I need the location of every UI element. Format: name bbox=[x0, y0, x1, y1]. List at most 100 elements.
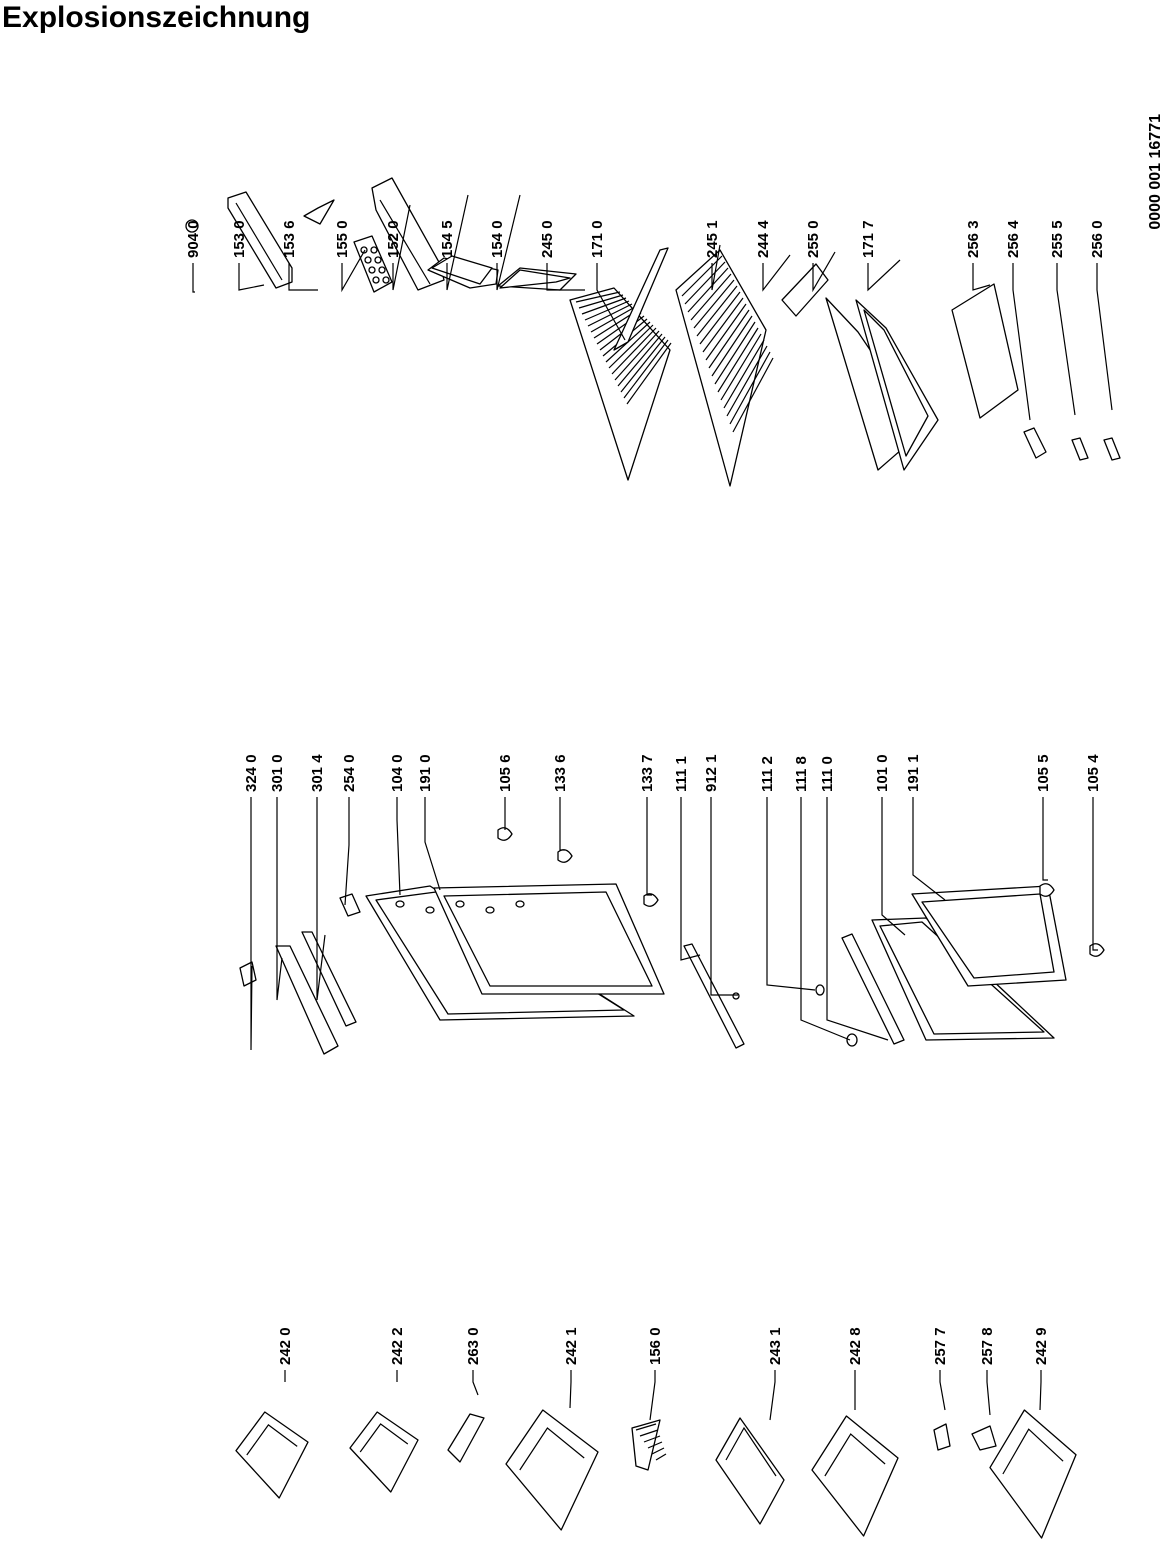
wire-rod bbox=[726, 345, 768, 417]
leader-line bbox=[424, 797, 441, 891]
leader-line bbox=[1096, 263, 1113, 411]
lid-part bbox=[715, 1417, 785, 1525]
bin-part bbox=[349, 1411, 419, 1493]
wire-rod bbox=[696, 285, 738, 337]
grille-rib bbox=[647, 1441, 663, 1449]
wire-rod bbox=[720, 333, 762, 401]
callout-label: 242 9 bbox=[1033, 1327, 1050, 1365]
frame-inner bbox=[863, 309, 929, 457]
handle-strip-part bbox=[301, 931, 357, 1027]
leader-line bbox=[710, 797, 738, 996]
callout-label: 191 0 bbox=[417, 754, 434, 792]
egg-cup bbox=[368, 266, 376, 274]
callout-label: 133 6 bbox=[552, 754, 569, 792]
leader-line bbox=[939, 1370, 946, 1411]
callout-label: 263 0 bbox=[465, 1327, 482, 1365]
callout-label: 104 0 bbox=[389, 754, 406, 792]
clip-strip-part bbox=[447, 1413, 485, 1463]
wire-rod bbox=[581, 297, 627, 315]
leader-line bbox=[646, 797, 652, 896]
wire-rod bbox=[611, 327, 657, 375]
leader-line bbox=[276, 797, 283, 1001]
bin-rim bbox=[246, 1424, 298, 1456]
callout-label: 154 0 bbox=[489, 220, 506, 258]
screw-hole bbox=[395, 900, 405, 908]
wire-rod bbox=[681, 255, 723, 297]
hinge-part bbox=[557, 849, 573, 863]
wire-rod bbox=[717, 327, 759, 393]
egg-cup bbox=[370, 246, 378, 254]
egg-cup bbox=[382, 276, 390, 284]
wire-rod bbox=[732, 357, 774, 433]
bin-part bbox=[235, 1411, 309, 1499]
wire-rod bbox=[702, 297, 744, 353]
egg-cup bbox=[360, 246, 368, 254]
grille-rib bbox=[655, 1453, 667, 1461]
door-gasket-inner bbox=[443, 891, 653, 987]
grille-rib bbox=[639, 1429, 659, 1437]
callout-label: 105 6 bbox=[497, 754, 514, 792]
leader-line bbox=[496, 194, 521, 291]
callout-label: 155 0 bbox=[334, 220, 351, 258]
leader-line bbox=[649, 1370, 656, 1421]
callout-label: 111 2 bbox=[759, 756, 776, 792]
callout-label: 904 0 bbox=[185, 220, 202, 258]
leader-line bbox=[569, 1370, 572, 1409]
leader-line bbox=[344, 797, 350, 906]
callout-label: 156 0 bbox=[647, 1327, 664, 1365]
part-detail bbox=[379, 199, 431, 285]
callout-label: 256 0 bbox=[1089, 220, 1106, 258]
callout-label: 105 4 bbox=[1085, 754, 1102, 792]
grille-part bbox=[631, 1419, 661, 1471]
leader-line bbox=[1042, 797, 1048, 881]
wire-rod bbox=[575, 291, 621, 303]
drawer-part bbox=[811, 1415, 899, 1537]
callout-label: 154 5 bbox=[439, 220, 456, 258]
leader-line bbox=[867, 259, 901, 292]
wire-rod bbox=[687, 267, 729, 313]
callout-label: 256 4 bbox=[1005, 220, 1022, 258]
bar-part bbox=[683, 943, 745, 1049]
leader-line bbox=[472, 1370, 479, 1396]
callout-label: 111 1 bbox=[673, 756, 690, 792]
wire-rod bbox=[626, 342, 672, 405]
leader-line bbox=[762, 254, 791, 292]
door-shelf-inner bbox=[499, 269, 571, 289]
cap-part bbox=[185, 219, 199, 233]
door-gasket-inner bbox=[921, 893, 1055, 979]
leader-line bbox=[446, 194, 469, 291]
leader-line bbox=[769, 1370, 776, 1421]
leader-line bbox=[972, 263, 991, 291]
callout-label: 257 8 bbox=[979, 1327, 996, 1365]
callout-label: 301 0 bbox=[269, 754, 286, 792]
leader-line bbox=[1056, 263, 1076, 416]
wire-rod bbox=[729, 351, 771, 425]
shelf-rail-part bbox=[613, 247, 669, 351]
callout-label: 254 0 bbox=[341, 754, 358, 792]
wire-rod bbox=[711, 315, 753, 377]
leader-line bbox=[1092, 797, 1098, 951]
hinge-part bbox=[497, 827, 513, 841]
leader-line bbox=[392, 204, 411, 291]
leader-line bbox=[1039, 1370, 1042, 1411]
wire-rod bbox=[587, 303, 633, 327]
leader-line bbox=[288, 263, 318, 291]
callout-label: 301 4 bbox=[309, 754, 326, 792]
callout-label: 242 0 bbox=[277, 1327, 294, 1365]
small-part bbox=[1103, 437, 1121, 461]
ring-part bbox=[846, 1033, 858, 1047]
part-detail bbox=[725, 1426, 777, 1477]
callout-label: 242 1 bbox=[563, 1327, 580, 1365]
leader-line bbox=[250, 797, 253, 1051]
leader-line bbox=[812, 251, 836, 293]
bin-rim bbox=[359, 1423, 409, 1453]
ring-part bbox=[815, 984, 825, 996]
callout-label: 324 0 bbox=[243, 754, 260, 792]
wire-rod bbox=[705, 303, 747, 361]
grille-rib bbox=[651, 1447, 665, 1455]
bin-part bbox=[505, 1409, 599, 1531]
wire-rod bbox=[608, 324, 654, 369]
wire-rod bbox=[620, 336, 666, 393]
